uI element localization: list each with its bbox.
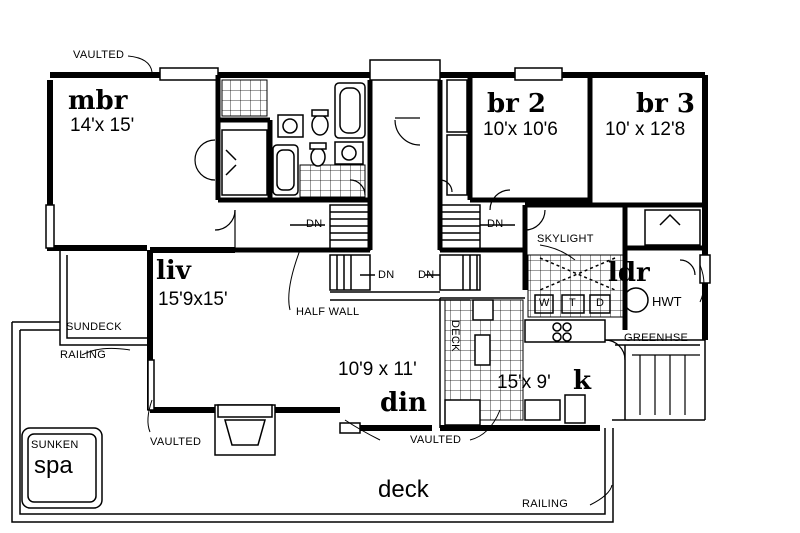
interior-walls (215, 75, 705, 330)
room-size-mbr: 14'x 15' (70, 115, 135, 136)
spa-top-label: SUNKEN (31, 439, 79, 451)
room-size-br2: 10'x 10'6 (483, 119, 558, 140)
spa-label: spa (34, 452, 73, 479)
outer-deck (11, 321, 614, 523)
stair-down-br2: DN (487, 218, 504, 230)
room-size-din: 10'9 x 11' (338, 359, 417, 380)
label-hwt: HWT (652, 294, 682, 309)
leader-arrows (81, 55, 705, 506)
doors (194, 117, 696, 361)
stair-down-right: DN (418, 269, 435, 281)
label-vaulted-top: VAULTED (73, 49, 125, 61)
stair-down-left: DN (378, 269, 395, 281)
laundry (534, 257, 649, 314)
room-size-liv: 15'9x15' (158, 289, 228, 310)
room-size-br3: 10' x 12'8 (605, 119, 686, 140)
label-half-wall: HALF WALL (296, 306, 360, 318)
closets (221, 79, 701, 246)
stairs (290, 204, 515, 291)
label-deck-small: DECK (449, 320, 461, 352)
label-skylight: SKYLIGHT (537, 233, 594, 245)
label-railing-bottom: RAILING (522, 498, 569, 510)
stair-down-mbr: DN (306, 218, 323, 230)
room-name-din: din (380, 388, 427, 418)
room-size-k: 15'x 9' (497, 372, 551, 393)
kitchen (440, 299, 606, 426)
greenhouse (632, 354, 700, 415)
dryer-label: D (596, 297, 605, 309)
tub-label: T (569, 297, 577, 309)
washer-label: W (539, 297, 550, 309)
label-deck-main: deck (378, 476, 429, 503)
bath-fixtures (272, 82, 366, 196)
room-name-br3: br 3 (636, 89, 696, 119)
label-vaulted-din: VAULTED (410, 434, 462, 446)
room-name-ldr: ldr (608, 258, 650, 288)
room-name-br2: br 2 (487, 89, 547, 119)
label-railing-left: RAILING (60, 349, 107, 361)
spa (21, 427, 103, 509)
fireplace (214, 404, 276, 456)
label-greenhse: GREENHSE (624, 332, 689, 344)
room-name-mbr: mbr (68, 86, 128, 116)
label-vaulted-liv: VAULTED (150, 436, 202, 448)
label-sundeck: SUNDECK (66, 321, 122, 333)
sundeck (59, 248, 148, 346)
room-name-k: k (573, 366, 592, 396)
room-name-liv: liv (156, 256, 191, 286)
exterior-walls (47, 72, 708, 431)
